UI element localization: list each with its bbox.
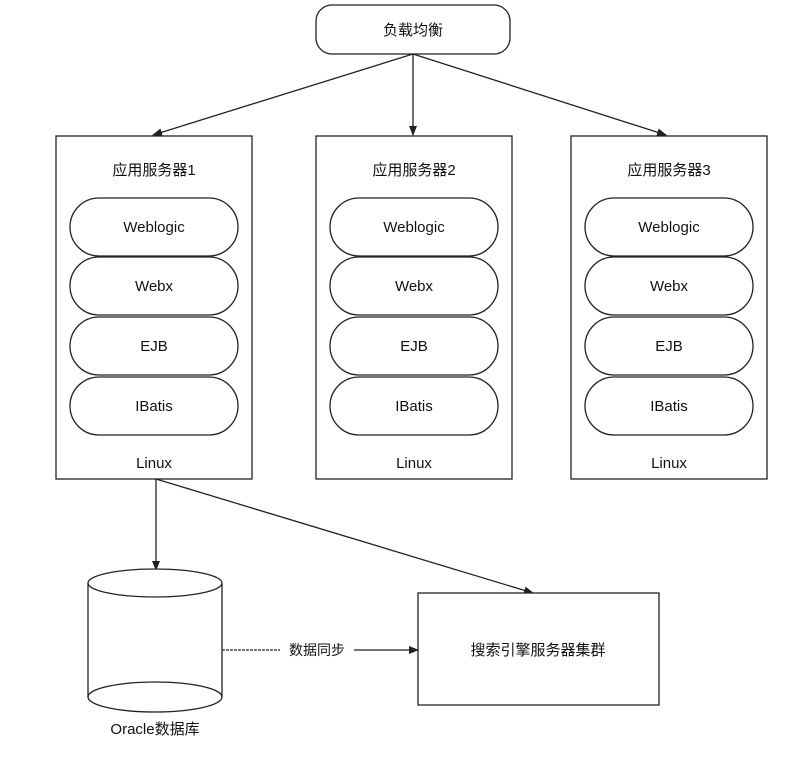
search-cluster-node: 搜索引擎服务器集群 xyxy=(417,592,660,706)
server-layer-ejb: EJB xyxy=(584,316,754,376)
layer-label: Weblogic xyxy=(638,219,700,236)
server-layer-ibatis: IBatis xyxy=(69,376,239,436)
server-os-label: Linux xyxy=(396,455,432,472)
layer-label: EJB xyxy=(655,338,683,355)
arrow-lb-to-server-3 xyxy=(412,53,667,137)
arrow-lb-to-server-1 xyxy=(152,53,414,137)
server-os-label: Linux xyxy=(136,455,172,472)
sync-label: 数据同步 xyxy=(289,642,345,658)
server-title: 应用服务器3 xyxy=(627,161,710,179)
oracle-database-node: Oracle数据库 xyxy=(87,568,223,738)
server-layer-ejb: EJB xyxy=(69,316,239,376)
layer-label: IBatis xyxy=(395,398,433,415)
load-balancer-label: 负载均衡 xyxy=(383,22,443,39)
layer-label: Weblogic xyxy=(383,219,445,236)
server-layer-ibatis: IBatis xyxy=(329,376,499,436)
layer-label: Webx xyxy=(135,278,174,295)
load-balancer-node: 负载均衡 xyxy=(315,4,511,55)
layer-label: Webx xyxy=(650,278,689,295)
server-layer-weblogic: Weblogic xyxy=(584,197,754,257)
server-title: 应用服务器2 xyxy=(372,161,455,179)
layer-label: EJB xyxy=(140,338,168,355)
server-layer-webx: Webx xyxy=(584,256,754,316)
server-os-label: Linux xyxy=(651,455,687,472)
server-layer-webx: Webx xyxy=(69,256,239,316)
layer-label: Webx xyxy=(395,278,434,295)
server-layer-weblogic: Weblogic xyxy=(69,197,239,257)
server-title: 应用服务器1 xyxy=(112,161,195,179)
layer-label: IBatis xyxy=(135,398,173,415)
database-label: Oracle数据库 xyxy=(110,721,199,738)
search-cluster-label: 搜索引擎服务器集群 xyxy=(470,642,605,659)
server-layer-webx: Webx xyxy=(329,256,499,316)
layer-label: Weblogic xyxy=(123,219,185,236)
layer-label: EJB xyxy=(400,338,428,355)
server-layer-ejb: EJB xyxy=(329,316,499,376)
arrow-server-to-search xyxy=(155,478,534,595)
layer-label: IBatis xyxy=(650,398,688,415)
server-layer-ibatis: IBatis xyxy=(584,376,754,436)
server-layer-weblogic: Weblogic xyxy=(329,197,499,257)
